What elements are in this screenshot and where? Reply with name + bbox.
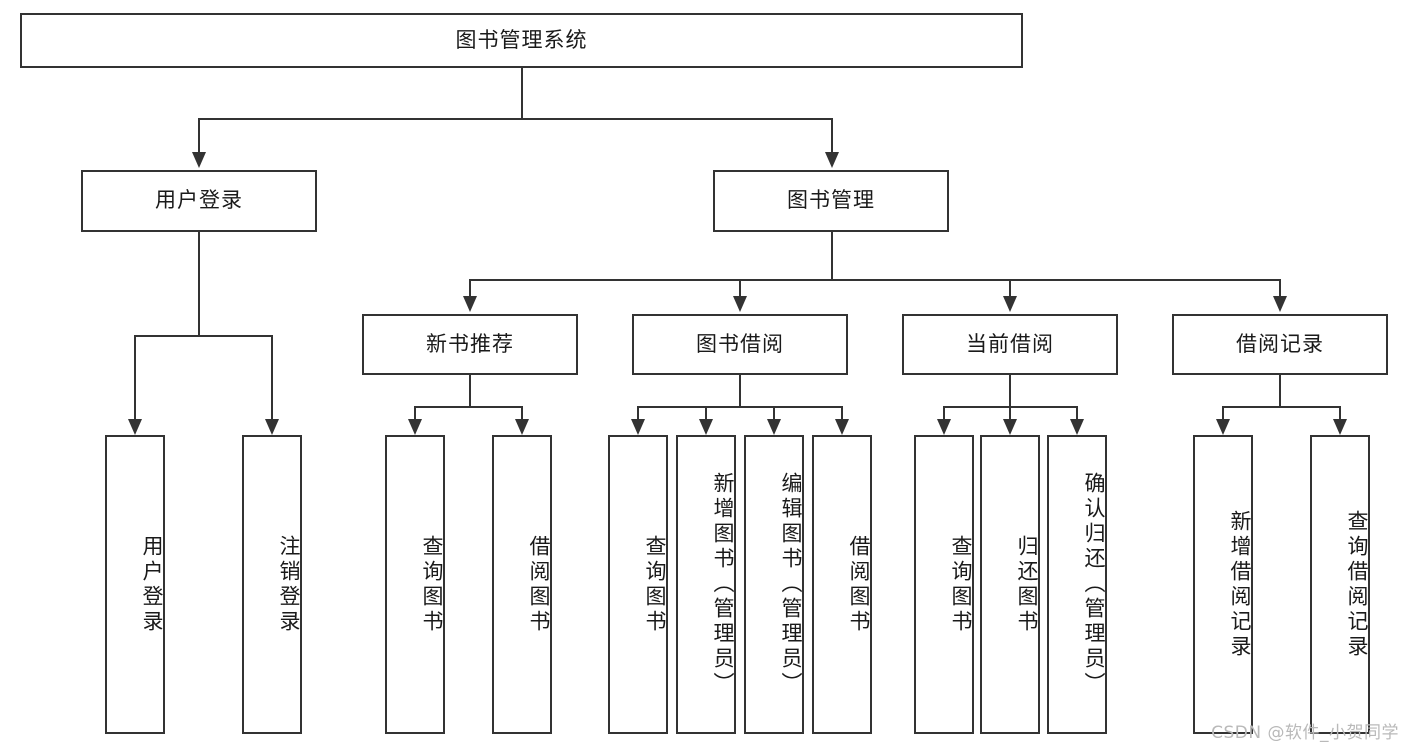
- node-leaf-confirm-return[interactable]: 确认归还（管理员）: [1047, 435, 1107, 734]
- arrowhead-user-login: [192, 152, 206, 168]
- node-leaf-add-record[interactable]: 新增借阅记录: [1193, 435, 1253, 734]
- node-leaf-return-book-label: 归还图书: [1015, 534, 1039, 635]
- node-leaf-edit-book-label: 编辑图书（管理员）: [779, 472, 803, 697]
- edge-bb-child-3: [773, 406, 775, 420]
- arrowhead-leaf-return-book: [1003, 419, 1017, 435]
- node-leaf-add-record-label: 新增借阅记录: [1228, 509, 1252, 660]
- node-leaf-user-login-label: 用户登录: [140, 534, 164, 635]
- arrowhead-current-borrow: [1003, 296, 1017, 312]
- node-root[interactable]: 图书管理系统: [20, 13, 1023, 68]
- node-leaf-confirm-return-label: 确认归还（管理员）: [1082, 472, 1106, 697]
- node-book-management-label: 图书管理: [787, 188, 875, 213]
- node-leaf-query-book-3-label: 查询图书: [949, 534, 973, 635]
- edge-user-login-child-2: [271, 335, 273, 420]
- node-current-borrow-label: 当前借阅: [966, 331, 1054, 356]
- node-leaf-query-book-1[interactable]: 查询图书: [385, 435, 445, 734]
- node-current-borrow[interactable]: 当前借阅: [902, 314, 1118, 375]
- edge-borrow-record-bus: [1222, 406, 1340, 408]
- arrowhead-leaf-borrow-book-2: [835, 419, 849, 435]
- edge-to-book-management: [831, 118, 833, 153]
- edge-to-user-login: [198, 118, 200, 153]
- arrowhead-leaf-borrow-book-1: [515, 419, 529, 435]
- node-root-label: 图书管理系统: [455, 27, 588, 52]
- node-leaf-query-book-2-label: 查询图书: [643, 534, 667, 635]
- edge-br-child-1: [1222, 406, 1224, 420]
- node-book-borrow[interactable]: 图书借阅: [632, 314, 848, 375]
- edge-nbr-child-1: [414, 406, 416, 420]
- node-leaf-user-login[interactable]: 用户登录: [105, 435, 165, 734]
- edge-bb-child-1: [637, 406, 639, 420]
- node-new-book-recommend[interactable]: 新书推荐: [362, 314, 578, 375]
- arrowhead-leaf-add-record: [1216, 419, 1230, 435]
- node-leaf-add-book-label: 新增图书（管理员）: [711, 472, 735, 697]
- node-borrow-record-label: 借阅记录: [1236, 331, 1324, 356]
- edge-br-child-2: [1339, 406, 1341, 420]
- node-leaf-borrow-book-1[interactable]: 借阅图书: [492, 435, 552, 734]
- arrowhead-leaf-add-book: [699, 419, 713, 435]
- arrowhead-leaf-logout: [265, 419, 279, 435]
- edge-cb-child-2: [1009, 406, 1011, 420]
- arrowhead-book-management: [825, 152, 839, 168]
- arrowhead-leaf-user-login: [128, 419, 142, 435]
- edge-to-book-borrow: [739, 279, 741, 297]
- arrowhead-leaf-query-record: [1333, 419, 1347, 435]
- node-leaf-query-record[interactable]: 查询借阅记录: [1310, 435, 1370, 734]
- arrowhead-book-borrow: [733, 296, 747, 312]
- node-leaf-query-book-2[interactable]: 查询图书: [608, 435, 668, 734]
- edge-bb-child-2: [705, 406, 707, 420]
- node-leaf-query-book-1-label: 查询图书: [420, 534, 444, 635]
- edge-cb-child-3: [1076, 406, 1078, 420]
- node-leaf-borrow-book-1-label: 借阅图书: [527, 534, 551, 635]
- edge-level2-bus: [469, 279, 1281, 281]
- arrowhead-new-book-recommend: [463, 296, 477, 312]
- node-leaf-borrow-book-2[interactable]: 借阅图书: [812, 435, 872, 734]
- edge-borrow-record-stem: [1279, 375, 1281, 407]
- edge-to-new-book-recommend: [469, 279, 471, 297]
- edge-user-login-child-1: [134, 335, 136, 420]
- edge-book-borrow-stem: [739, 375, 741, 407]
- edge-cb-child-1: [943, 406, 945, 420]
- edge-new-book-recommend-stem: [469, 375, 471, 407]
- node-leaf-return-book[interactable]: 归还图书: [980, 435, 1040, 734]
- arrowhead-leaf-query-book-3: [937, 419, 951, 435]
- edge-nbr-child-2: [521, 406, 523, 420]
- arrowhead-leaf-edit-book: [767, 419, 781, 435]
- edge-new-book-recommend-bus: [414, 406, 522, 408]
- edge-root-stem: [521, 68, 523, 119]
- node-book-borrow-label: 图书借阅: [696, 331, 784, 356]
- arrowhead-leaf-query-book-2: [631, 419, 645, 435]
- node-leaf-edit-book[interactable]: 编辑图书（管理员）: [744, 435, 804, 734]
- node-leaf-logout-label: 注销登录: [277, 534, 301, 635]
- node-borrow-record[interactable]: 借阅记录: [1172, 314, 1388, 375]
- node-leaf-borrow-book-2-label: 借阅图书: [847, 534, 871, 635]
- node-user-login[interactable]: 用户登录: [81, 170, 317, 232]
- node-leaf-query-record-label: 查询借阅记录: [1345, 509, 1369, 660]
- node-leaf-logout[interactable]: 注销登录: [242, 435, 302, 734]
- arrowhead-borrow-record: [1273, 296, 1287, 312]
- node-book-management[interactable]: 图书管理: [713, 170, 949, 232]
- edge-level1-bus: [198, 118, 833, 120]
- node-leaf-query-book-3[interactable]: 查询图书: [914, 435, 974, 734]
- edge-bb-child-4: [841, 406, 843, 420]
- edge-user-login-stem: [198, 232, 200, 336]
- node-leaf-add-book[interactable]: 新增图书（管理员）: [676, 435, 736, 734]
- arrowhead-leaf-query-book-1: [408, 419, 422, 435]
- edge-to-borrow-record: [1279, 279, 1281, 297]
- edge-book-management-stem: [831, 232, 833, 280]
- node-new-book-recommend-label: 新书推荐: [426, 331, 514, 356]
- edge-book-borrow-bus: [637, 406, 842, 408]
- arrowhead-leaf-confirm-return: [1070, 419, 1084, 435]
- edge-to-current-borrow: [1009, 279, 1011, 297]
- node-user-login-label: 用户登录: [155, 188, 243, 213]
- edge-current-borrow-stem: [1009, 375, 1011, 407]
- edge-user-login-bus: [134, 335, 272, 337]
